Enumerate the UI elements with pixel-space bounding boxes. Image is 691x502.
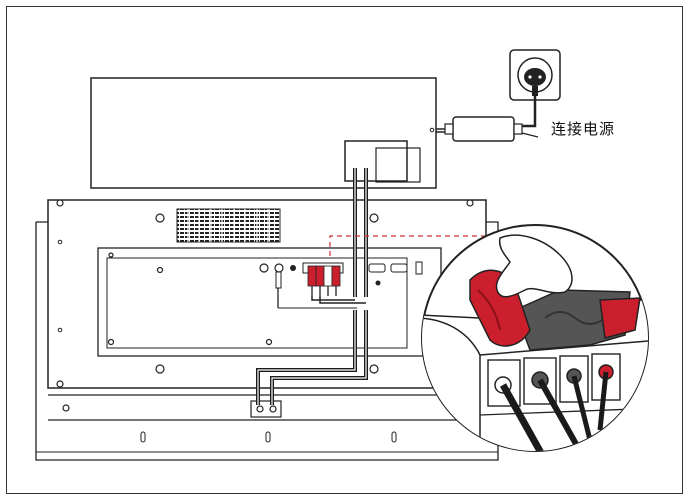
callout-leader bbox=[521, 132, 539, 138]
wall-socket bbox=[509, 49, 561, 101]
stand-slots bbox=[140, 431, 397, 443]
vent-grille bbox=[176, 208, 281, 243]
soundbar-unit bbox=[90, 77, 437, 189]
speaker-terminals bbox=[307, 265, 341, 296]
connect-power-label: 连接电源 bbox=[551, 120, 616, 138]
power-adapter bbox=[444, 116, 539, 142]
diagram-frame bbox=[6, 6, 683, 494]
finger-illustration bbox=[495, 234, 573, 298]
mains-cable bbox=[520, 96, 537, 128]
tv-back-panel bbox=[35, 127, 499, 461]
zoomed-terminal-detail bbox=[421, 224, 649, 452]
